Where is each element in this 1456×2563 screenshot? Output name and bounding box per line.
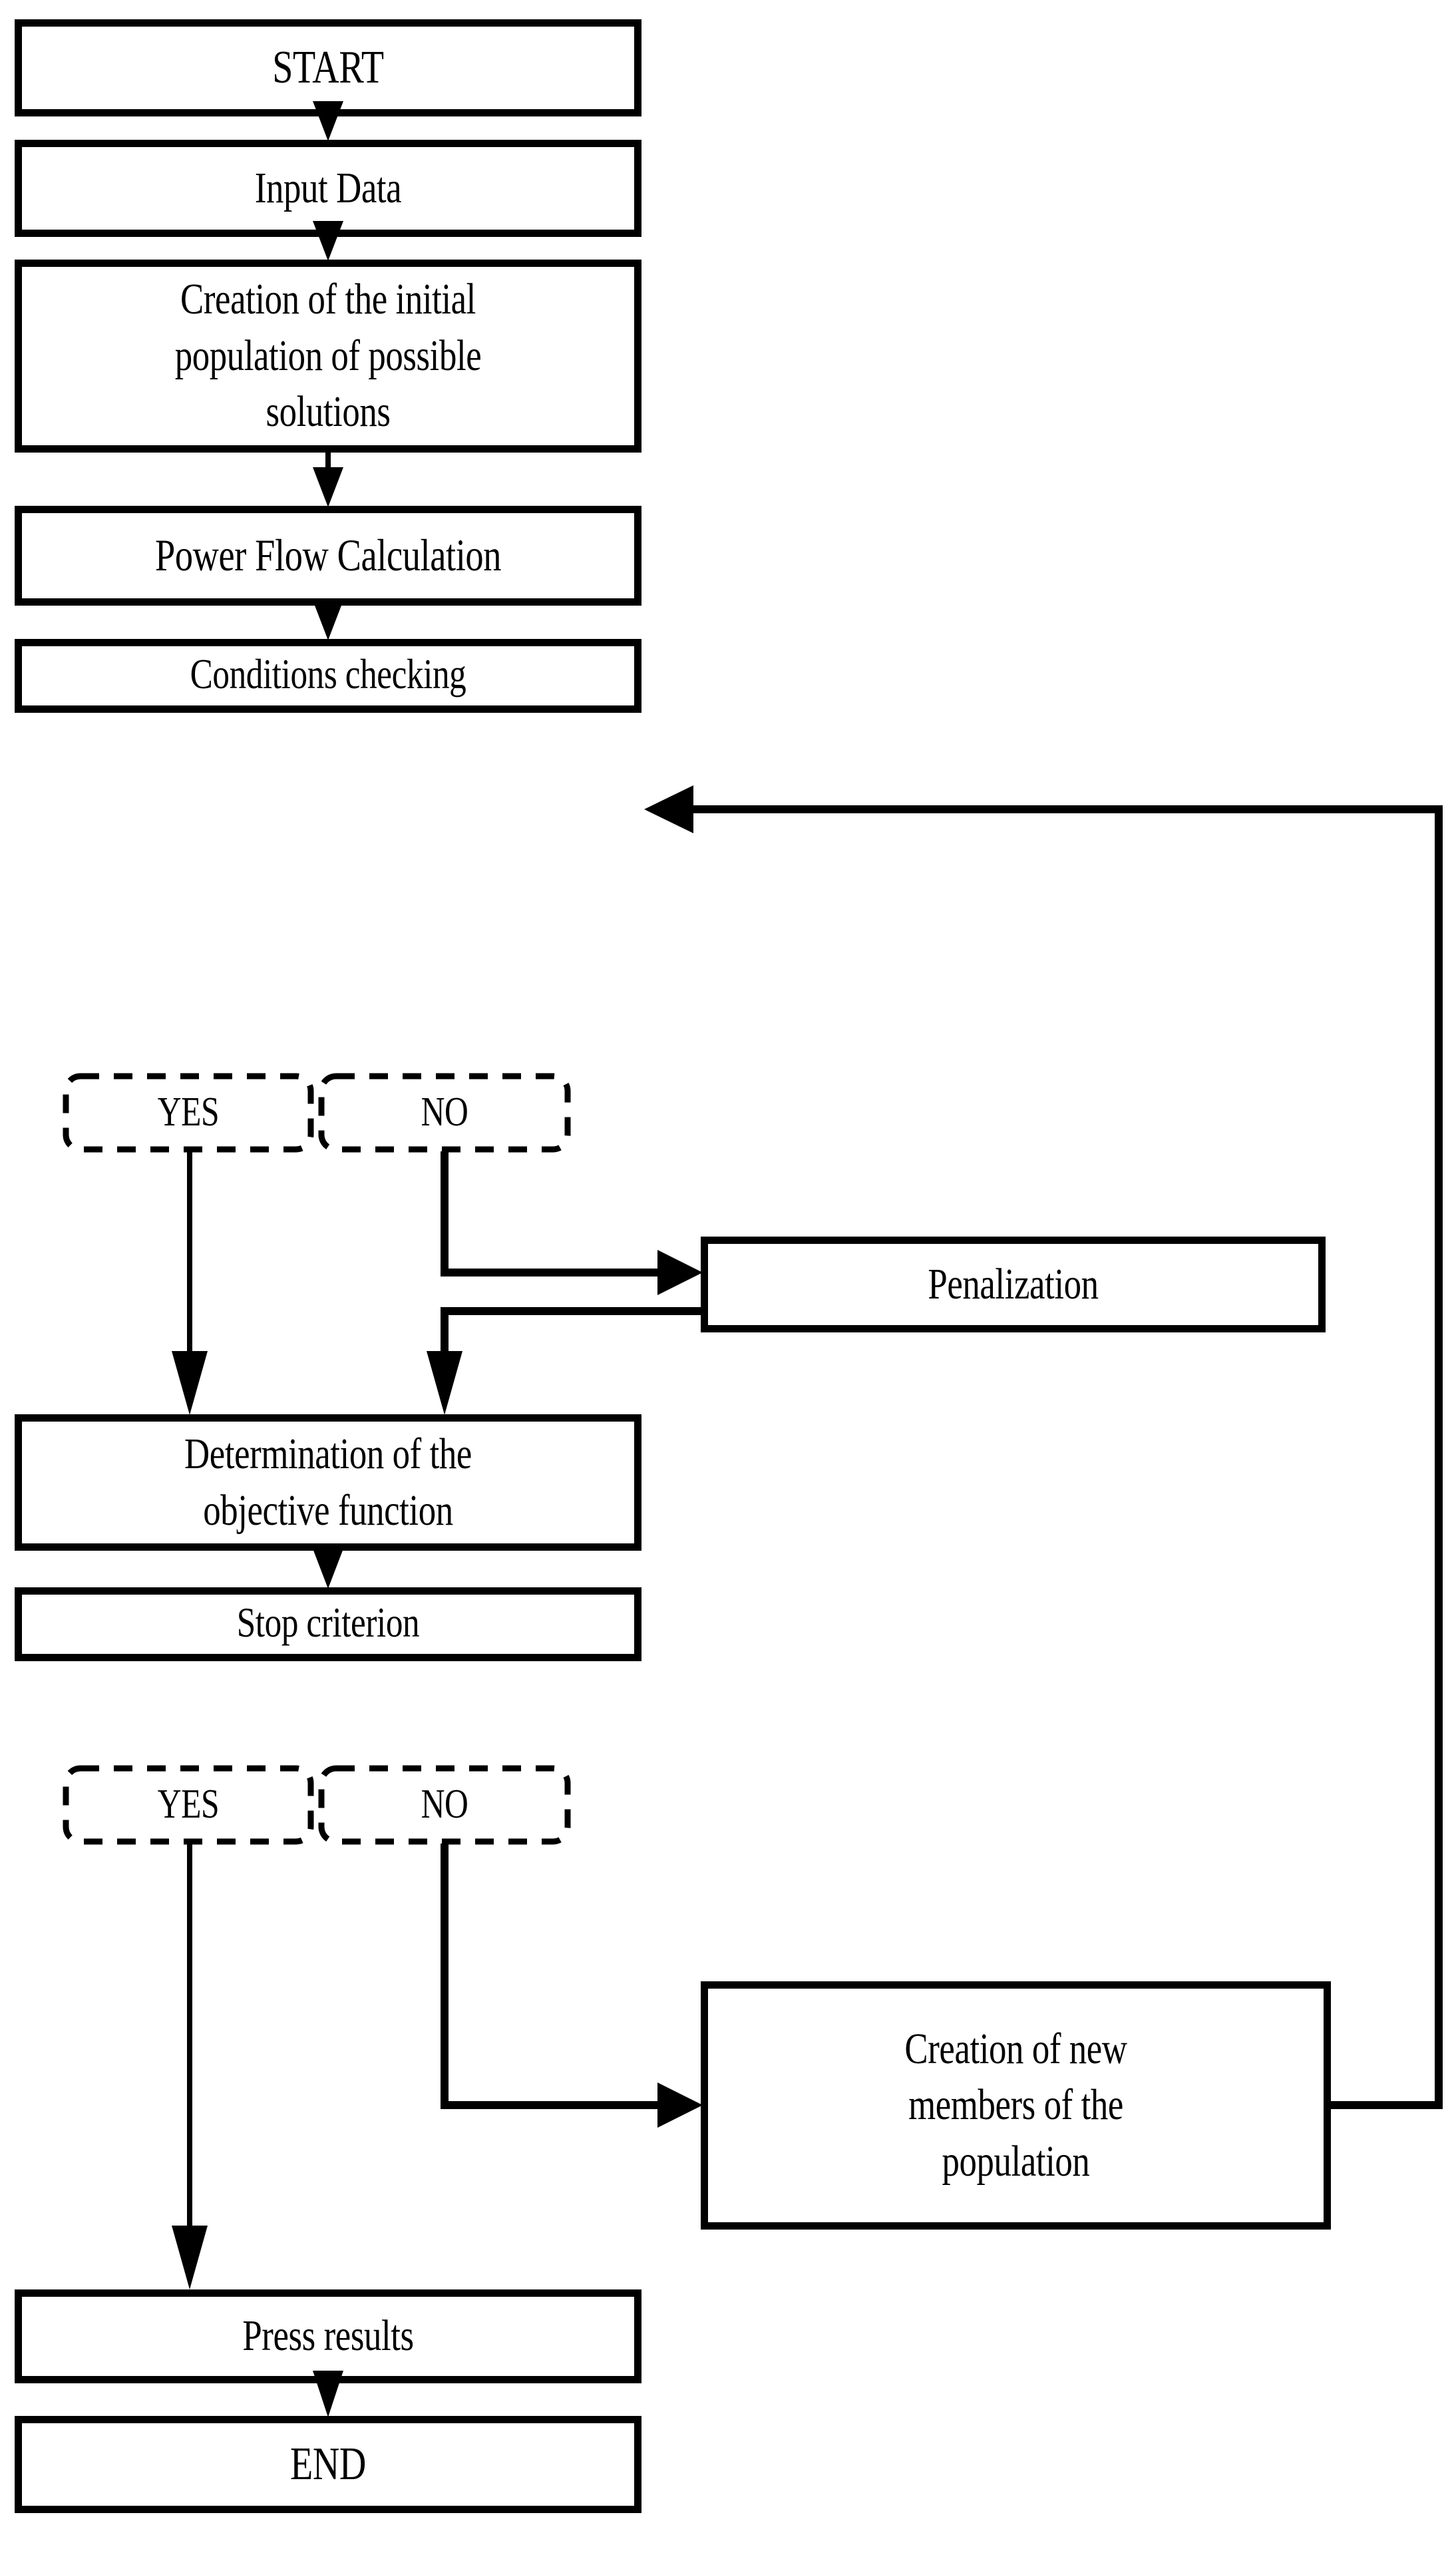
branch-box-stop-no[interactable] [318, 1765, 571, 1845]
node-box-input[interactable] [15, 140, 641, 237]
edge-stop-no-to-new-members [441, 1844, 703, 2128]
branch-box-conditions-no[interactable] [318, 1073, 571, 1153]
node-box-objective[interactable] [15, 1414, 641, 1551]
edge-power-flow-to-conditions [313, 600, 343, 640]
node-box-conditions[interactable] [15, 639, 641, 713]
edge-penalization-to-objective [427, 1307, 703, 1415]
node-box-new-members[interactable] [701, 1981, 1331, 2230]
edge-new-members-to-power-flow [644, 785, 1443, 2109]
node-box-init-pop[interactable] [15, 260, 641, 453]
branch-box-conditions-yes[interactable] [63, 1073, 314, 1153]
edge-conditions-yes-to-objective [172, 1151, 208, 1415]
node-box-press-results[interactable] [15, 2289, 641, 2383]
node-box-start[interactable] [15, 19, 641, 116]
edge-input-to-init-pop [313, 221, 343, 261]
edge-objective-to-stop-criterion [313, 1549, 343, 1589]
node-box-penalization[interactable] [701, 1237, 1326, 1332]
edge-conditions-no-to-penalization [441, 1151, 703, 1295]
edge-start-to-input [313, 101, 343, 141]
branch-box-stop-yes[interactable] [63, 1765, 314, 1845]
edge-press-results-to-end [313, 2371, 343, 2417]
edge-stop-yes-to-press-results [172, 1844, 208, 2289]
node-box-stop-criterion[interactable] [15, 1587, 641, 1661]
node-box-power-flow[interactable] [15, 506, 641, 606]
edge-init-pop-to-power-flow [313, 453, 343, 507]
node-box-end[interactable] [15, 2416, 641, 2513]
